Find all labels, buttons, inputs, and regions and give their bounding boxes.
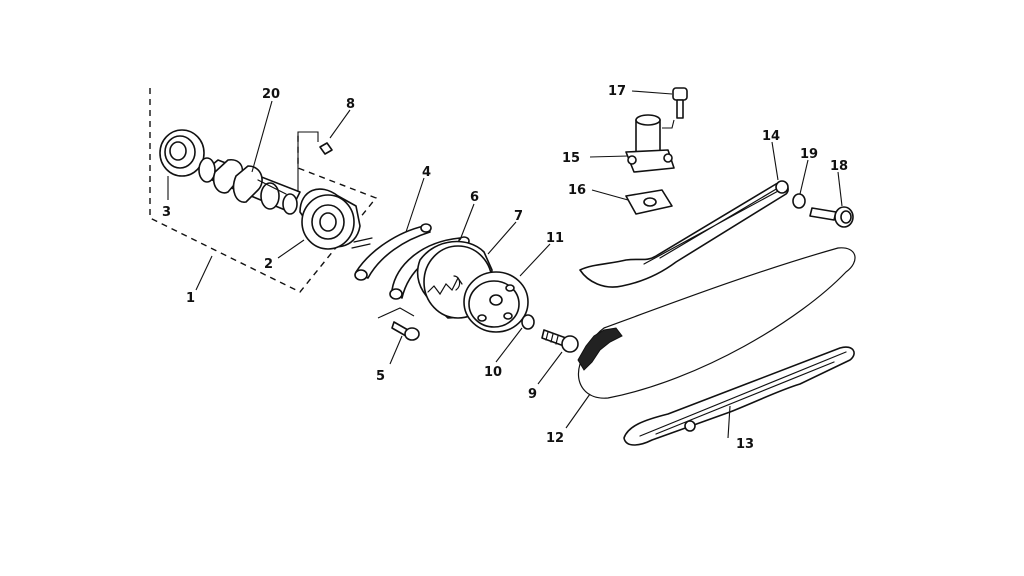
callout-10: 10 (484, 365, 502, 380)
gasket-part-16 (625, 189, 673, 215)
o-ring-part-19 (792, 193, 806, 209)
bolt-part-9 (541, 329, 579, 353)
chain-guide-part-13 (623, 346, 855, 446)
chain-guide-part-14 (579, 180, 789, 288)
callout-9: 9 (528, 387, 537, 402)
bearing-part-3 (159, 129, 205, 177)
callout-3: 3 (162, 205, 171, 220)
leader-part-8-bracket (297, 131, 319, 192)
callout-2: 2 (264, 257, 273, 272)
sprocket-part-11 (463, 271, 529, 333)
plug-bolt-part-18 (809, 206, 854, 228)
bolt-part-5 (377, 307, 420, 341)
callout-13: 13 (736, 437, 754, 452)
callout-labels: 1 2 3 4 5 6 7 8 9 10 11 12 13 14 15 16 1… (162, 84, 848, 452)
callout-8: 8 (346, 97, 355, 112)
callout-4: 4 (422, 165, 431, 180)
callout-11: 11 (546, 231, 564, 246)
callout-1: 1 (186, 291, 195, 306)
callout-18: 18 (830, 159, 848, 174)
callout-17: 17 (608, 84, 626, 99)
callout-12: 12 (546, 431, 564, 446)
callout-14: 14 (762, 129, 780, 144)
callout-19: 19 (800, 147, 818, 162)
callout-20: 20 (262, 87, 280, 102)
washer-part-10 (521, 314, 535, 330)
bearing-part-2 (299, 188, 361, 250)
callout-15: 15 (562, 151, 580, 166)
camshaft-part-20 (198, 157, 301, 215)
callout-5: 5 (376, 369, 385, 384)
leader-lines (167, 90, 843, 439)
callout-16: 16 (568, 183, 586, 198)
callout-6: 6 (470, 190, 479, 205)
retainer-plate-part-4 (351, 223, 432, 281)
dowel-pin-part-8 (319, 142, 333, 155)
callout-7: 7 (514, 209, 523, 224)
tensioner-part-15 (625, 114, 675, 173)
bolt-part-17 (672, 87, 688, 119)
cam-chain-part-12 (577, 247, 856, 399)
